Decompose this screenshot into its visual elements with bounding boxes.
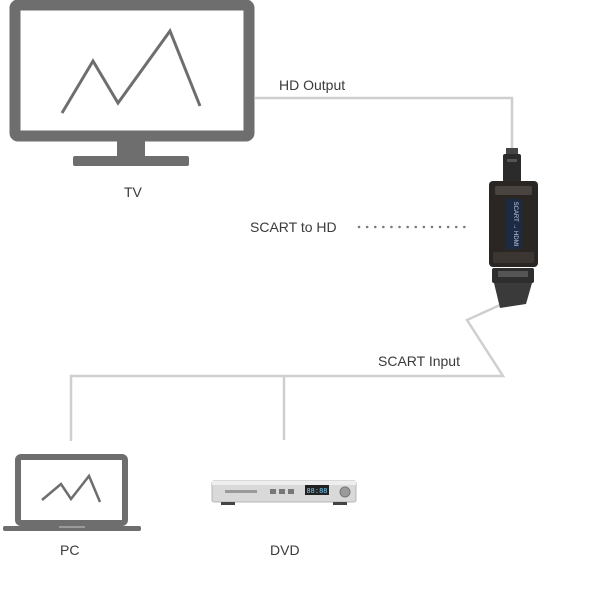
dvd-display-text: 88:88: [306, 488, 327, 496]
scart-adapter-icon: SCART → HDMI: [489, 181, 538, 267]
hd-output-label: HD Output: [279, 77, 346, 93]
cables: [69, 96, 514, 441]
tv-screen: [9, 0, 255, 142]
scart-input-label: SCART Input: [378, 353, 460, 369]
scart-to-hd-label: SCART to HD: [250, 219, 337, 235]
dvd-player-icon: 88:88: [211, 480, 357, 505]
tv-stand-neck: [117, 141, 145, 157]
tv-stand-base: [73, 156, 189, 166]
laptop-icon: [3, 454, 141, 531]
hdmi-plug-icon: [503, 148, 521, 182]
scart-input-cable: [69, 303, 506, 441]
adapter-marking: SCART → HDMI: [512, 202, 518, 247]
tv-icon: [9, 0, 255, 166]
scart-plug-icon: [492, 268, 534, 308]
hd-output-cable: [255, 96, 514, 150]
tv-screen-graph: [60, 27, 202, 114]
tv-label: TV: [124, 184, 142, 200]
dvd-label: DVD: [270, 542, 300, 558]
pc-label: PC: [60, 542, 80, 558]
